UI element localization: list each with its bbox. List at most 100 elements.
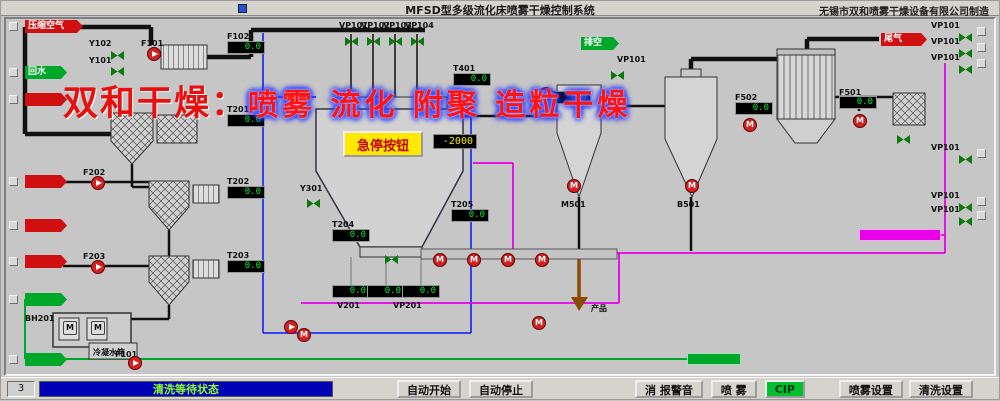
valve-icon[interactable] bbox=[111, 45, 124, 60]
valve-icon[interactable] bbox=[307, 193, 320, 208]
valve-icon[interactable] bbox=[111, 61, 124, 76]
motor-icon[interactable]: M bbox=[539, 87, 553, 101]
pump-icon[interactable] bbox=[147, 47, 161, 61]
equipment-tag: VP101 bbox=[931, 205, 960, 214]
button-bar: 自动开始自动停止 消 报警音喷 雾 CIP 喷雾设置清洗设置 bbox=[397, 380, 973, 398]
pump-icon[interactable] bbox=[128, 356, 142, 370]
equipment-tag: Y301 bbox=[300, 184, 323, 193]
connector-stub bbox=[977, 211, 986, 220]
motor-icon[interactable]: M bbox=[433, 253, 447, 267]
value-display: 0.0 bbox=[227, 41, 265, 54]
connector-stub bbox=[977, 197, 986, 206]
valve-icon[interactable] bbox=[897, 129, 910, 144]
connector-stub bbox=[9, 221, 18, 230]
equipment-tag: VP101 bbox=[931, 37, 960, 46]
valve-icon[interactable] bbox=[385, 249, 398, 264]
pump-icon[interactable] bbox=[284, 320, 298, 334]
connector-stub bbox=[9, 355, 18, 364]
valve-icon[interactable] bbox=[345, 31, 358, 46]
connector-stub bbox=[9, 22, 18, 31]
pipe-arrow bbox=[25, 93, 67, 106]
motor-icon[interactable]: M bbox=[743, 118, 757, 132]
equipment-tag: T205 bbox=[451, 200, 474, 209]
valve-icon[interactable] bbox=[959, 211, 972, 226]
level-display: -2000 bbox=[433, 134, 477, 149]
equipment-tag: T401 bbox=[453, 64, 476, 73]
diagram-label: 冷凝水箱 bbox=[93, 348, 125, 357]
valve-icon[interactable] bbox=[959, 27, 972, 42]
equipment-tag: F102 bbox=[227, 32, 250, 41]
value-display: 0.0 bbox=[367, 285, 405, 298]
valve-icon[interactable] bbox=[611, 65, 624, 80]
motor-icon[interactable]: M bbox=[501, 253, 515, 267]
motor-icon[interactable]: M bbox=[853, 114, 867, 128]
valve-icon[interactable] bbox=[411, 31, 424, 46]
pipe-arrow bbox=[25, 293, 67, 306]
value-display: 0.0 bbox=[227, 186, 265, 199]
stream-arrow: 排空 bbox=[581, 37, 619, 50]
equipment-tag: VP101 bbox=[931, 191, 960, 200]
equipment-tag: VP104 bbox=[405, 21, 434, 30]
status-bar: 3 清洗等待状态 自动开始自动停止 消 报警音喷 雾 CIP 喷雾设置清洗设置 bbox=[1, 377, 999, 399]
equipment-tag: VP101 bbox=[931, 21, 960, 30]
connector-stub bbox=[9, 257, 18, 266]
motor-icon[interactable]: M bbox=[685, 179, 699, 193]
equipment-tag: T203 bbox=[227, 251, 250, 260]
pipe-arrow bbox=[25, 175, 67, 188]
connector-stub bbox=[977, 43, 986, 52]
value-display: 0.0 bbox=[227, 260, 265, 273]
connector-stub bbox=[9, 95, 18, 104]
motor-icon[interactable]: M bbox=[297, 328, 311, 342]
manufacturer-label: 无锡市双和喷雾干燥设备有限公司制造 bbox=[819, 7, 989, 18]
spray-button[interactable]: 喷 雾 bbox=[710, 380, 757, 398]
valve-icon[interactable] bbox=[367, 31, 380, 46]
stream-arrow: 尾气 bbox=[881, 33, 927, 46]
motor-icon[interactable]: M bbox=[567, 179, 581, 193]
motor-icon[interactable]: M bbox=[467, 253, 481, 267]
equipment-tag: Y102 bbox=[89, 39, 112, 48]
auto-stop-button[interactable]: 自动停止 bbox=[469, 380, 533, 398]
page-number-box[interactable]: 3 bbox=[7, 381, 35, 397]
pump-icon[interactable] bbox=[91, 176, 105, 190]
equipment-tag: T202 bbox=[227, 177, 250, 186]
equipment-tag: BH201 bbox=[25, 314, 55, 323]
cip-button[interactable]: CIP bbox=[764, 380, 805, 398]
clean-settings-button[interactable]: 清洗设置 bbox=[908, 380, 973, 398]
connector-stub bbox=[9, 295, 18, 304]
auto-start-button[interactable]: 自动开始 bbox=[397, 380, 461, 398]
connector-stub bbox=[9, 177, 18, 186]
status-message: 清洗等待状态 bbox=[39, 381, 333, 397]
pump-icon[interactable] bbox=[91, 260, 105, 274]
title-bar: MFSD型多级流化床喷雾干燥控制系统 无锡市双和喷雾干燥设备有限公司制造 bbox=[1, 1, 999, 18]
value-display: 0.0 bbox=[402, 285, 440, 298]
connector-stub bbox=[977, 59, 986, 68]
equipment-tag: F502 bbox=[735, 93, 758, 102]
valve-icon[interactable] bbox=[959, 43, 972, 58]
value-display: 0.0 bbox=[453, 73, 491, 86]
motor-icon[interactable]: M bbox=[63, 321, 77, 335]
connector-stub bbox=[9, 68, 18, 77]
value-display: 0.0 bbox=[332, 229, 370, 242]
spray-settings-button[interactable]: 喷雾设置 bbox=[838, 380, 903, 398]
valve-icon[interactable] bbox=[959, 149, 972, 164]
emergency-stop-button[interactable]: 急停按钮 bbox=[343, 131, 423, 157]
motor-icon[interactable]: M bbox=[91, 321, 105, 335]
value-display: 0.0 bbox=[735, 102, 773, 115]
valve-icon[interactable] bbox=[389, 31, 402, 46]
value-display: 0.0 bbox=[332, 285, 370, 298]
equipment-tag: VP201 bbox=[393, 301, 422, 310]
pipe-arrow bbox=[25, 353, 67, 366]
motor-icon[interactable]: M bbox=[532, 316, 546, 330]
mute-alarm-button[interactable]: 消 报警音 bbox=[635, 380, 703, 398]
value-display: 0.0 bbox=[839, 96, 877, 109]
value-display: 0.0 bbox=[553, 91, 591, 104]
valve-icon[interactable] bbox=[959, 59, 972, 74]
motor-icon[interactable]: M bbox=[535, 253, 549, 267]
equipment-tag: Y101 bbox=[89, 56, 112, 65]
valve-icon[interactable] bbox=[959, 197, 972, 212]
connector-stub bbox=[977, 149, 986, 158]
pipe-arrow bbox=[25, 255, 67, 268]
page-title: MFSD型多级流化床喷雾干燥控制系统 bbox=[405, 4, 595, 17]
